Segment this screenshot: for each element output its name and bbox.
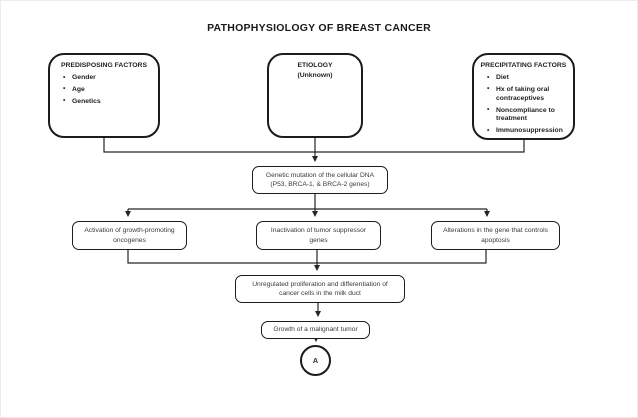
- list-item: Hx of taking oral contraceptives: [487, 85, 568, 104]
- etiology-heading: ETIOLOGY: [297, 62, 333, 69]
- precipitating-factors-box: PRECIPITATING FACTORS Diet Hx of taking …: [472, 53, 575, 140]
- list-item: Noncompliance to treatment: [487, 106, 568, 125]
- list-item: Age: [63, 85, 153, 95]
- inactivation-suppressor-box: Inactivation of tumor suppressor genes: [256, 221, 381, 250]
- list-item: Gender: [63, 74, 153, 83]
- genetic-mutation-box: Genetic mutation of the cellular DNA (P5…: [252, 166, 388, 194]
- connector-converge-elbow: [127, 250, 487, 264]
- predisposing-list: Gender Age Genetics: [50, 74, 158, 106]
- page-title: PATHOPHYSIOLOGY OF BREAST CANCER: [207, 22, 431, 34]
- precipitating-list: Diet Hx of taking oral contraceptives No…: [474, 74, 573, 136]
- terminal-connector-circle: A: [300, 345, 331, 376]
- list-item: Diet: [487, 74, 568, 83]
- etiology-box: ETIOLOGY (Unknown): [267, 53, 363, 138]
- malignant-tumor-growth-box: Growth of a malignant tumor: [261, 321, 370, 339]
- etiology-subheading: (Unknown): [297, 72, 333, 80]
- proliferation-box: Unregulated proliferation and differenti…: [235, 275, 405, 303]
- predisposing-factors-box: PREDISPOSING FACTORS Gender Age Genetics: [48, 53, 160, 138]
- alterations-apoptosis-box: Alterations in the gene that controls ap…: [431, 221, 560, 250]
- predisposing-heading: PREDISPOSING FACTORS: [61, 62, 147, 69]
- connector-top-elbow: [103, 138, 525, 153]
- list-item: Genetics: [63, 97, 153, 107]
- precipitating-heading: PRECIPITATING FACTORS: [480, 62, 567, 69]
- list-item: Immunosuppression: [487, 127, 568, 136]
- activation-oncogenes-box: Activation of growth-promoting oncogenes: [72, 221, 187, 250]
